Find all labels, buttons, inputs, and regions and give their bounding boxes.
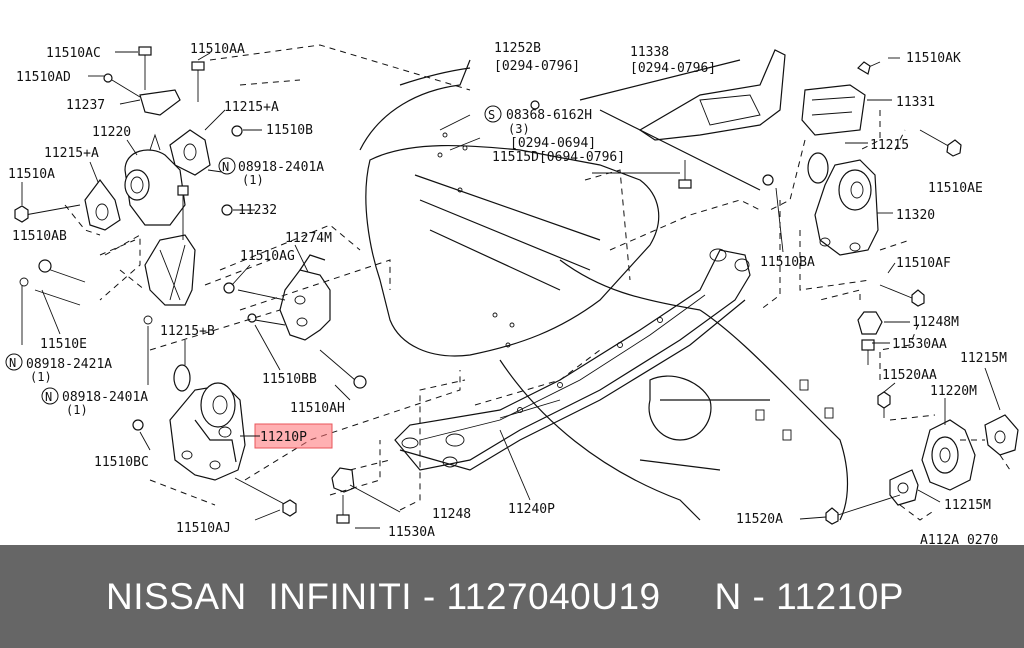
label-11331: 11331 xyxy=(896,95,935,110)
label-11510AC: 11510AC xyxy=(46,46,101,61)
label-11510B: 11510B xyxy=(266,123,313,138)
label-11510E: 11510E xyxy=(40,337,87,352)
label-08918-2401A-bot: 08918-2401A xyxy=(62,390,148,405)
label-11510AA: 11510AA xyxy=(190,42,245,57)
label-11520AA: 11520AA xyxy=(882,368,937,383)
label-qty3: (3) xyxy=(508,122,530,136)
label-08918-2401A-top: 08918-2401A xyxy=(238,160,324,175)
circled-marks: N N N S xyxy=(5,105,502,405)
part-number-footer: NISSAN INFINITI - 1127040U19 N - 11210P xyxy=(0,545,1024,648)
label-11510AG: 11510AG xyxy=(240,249,295,264)
label-11530A: 11530A xyxy=(388,525,435,540)
label-08368-6162H: 08368-6162H xyxy=(506,108,592,123)
label-11510AE: 11510AE xyxy=(928,181,983,196)
label-11320: 11320 xyxy=(896,208,935,223)
label-11252B: 11252B xyxy=(494,41,541,56)
insulator-11248 xyxy=(331,467,355,524)
label-11215: 11215 xyxy=(870,138,909,153)
mark-n-3: N xyxy=(45,390,52,404)
label-11248-bottom: 11248 xyxy=(432,507,471,522)
label-11215A-left: 11215+A xyxy=(44,146,99,161)
rear-mount-11210P xyxy=(132,315,297,517)
leader-lines xyxy=(21,51,1001,529)
footer-part-number-text: NISSAN INFINITI - 1127040U19 N - 11210P xyxy=(106,575,904,617)
label-11510AJ: 11510AJ xyxy=(176,521,231,536)
label-11510A: 11510A xyxy=(8,167,55,182)
mark-s: S xyxy=(488,108,495,122)
label-date-11338: [0294-0796] xyxy=(630,61,716,76)
label-11510AK: 11510AK xyxy=(906,51,961,66)
label-11510BA: 11510BA xyxy=(760,255,815,270)
label-qty1-top: (1) xyxy=(242,173,264,187)
engine-mount-diagram-svg: N N N S 11510AC 11510AA 11510AD 11237 11… xyxy=(5,41,1019,545)
highlight-11210P-box xyxy=(254,423,333,449)
label-11338: 11338 xyxy=(630,45,669,60)
label-11210P: 11210P xyxy=(260,430,307,445)
label-08918-2421A: 08918-2421A xyxy=(26,357,112,372)
front-mount-assembly-11220 xyxy=(14,46,243,306)
parts-diagram: N N N S 11510AC 11510AA 11510AD 11237 11… xyxy=(5,41,1019,545)
label-11510AF: 11510AF xyxy=(896,256,951,271)
rear-mount-assembly-11320 xyxy=(762,61,962,418)
label-11530AA: 11530AA xyxy=(892,337,947,352)
label-11215M-top: 11215M xyxy=(960,351,1007,366)
part-labels: 11510AC 11510AA 11510AD 11237 11215+A 11… xyxy=(8,41,1007,545)
label-11520A: 11520A xyxy=(736,512,783,527)
label-11510BC: 11510BC xyxy=(94,455,149,470)
label-11510AD: 11510AD xyxy=(16,70,71,85)
label-11220M: 11220M xyxy=(930,384,977,399)
label-11232: 11232 xyxy=(238,203,277,218)
label-11215B: 11215+B xyxy=(160,324,215,339)
label-11510AH: 11510AH xyxy=(290,401,345,416)
mark-n-1: N xyxy=(222,160,229,174)
engine-transmission-body xyxy=(359,59,849,521)
side-mount-assembly-11220M xyxy=(825,414,1019,525)
label-qty1-bot: (1) xyxy=(66,403,88,417)
label-date-11252B: [0294-0796] xyxy=(494,59,580,74)
mark-n-2: N xyxy=(9,356,16,370)
label-11215A-top: 11215+A xyxy=(224,100,279,115)
heat-shield-11338 xyxy=(530,49,786,189)
label-reference-code: A112A 0270 xyxy=(920,533,998,545)
crossmember-11240P xyxy=(394,248,751,471)
label-11510BB: 11510BB xyxy=(262,372,317,387)
label-11220: 11220 xyxy=(92,125,131,140)
label-11510AB: 11510AB xyxy=(12,229,67,244)
label-date-08368: [0294-0694] xyxy=(510,136,596,151)
label-11215M-bottom: 11215M xyxy=(944,498,991,513)
bracket-11274M xyxy=(223,254,367,389)
label-11237: 11237 xyxy=(66,98,105,113)
label-11515D: 11515D[0694-0796] xyxy=(492,150,625,165)
label-qty1-mid: (1) xyxy=(30,370,52,384)
label-11248M: 11248M xyxy=(912,315,959,330)
assembly-guide-lines xyxy=(64,44,1011,521)
label-11240P: 11240P xyxy=(508,502,555,517)
label-11274M: 11274M xyxy=(285,231,332,246)
